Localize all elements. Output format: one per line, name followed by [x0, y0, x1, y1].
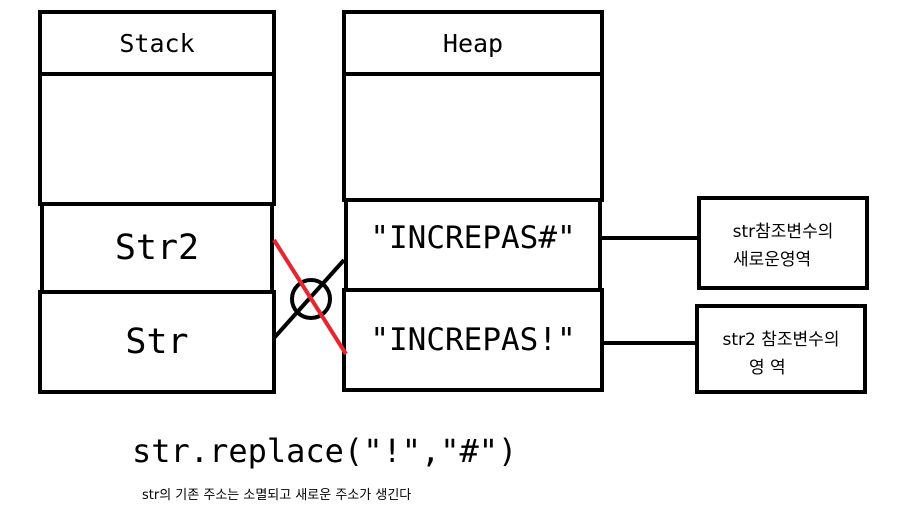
heap-slot-increpas-hash-label: "INCREPAS#" — [370, 220, 576, 256]
stack-title: Stack — [119, 28, 195, 58]
note-lower-box — [695, 304, 867, 394]
stack-slot-str2-label: Str2 — [114, 228, 200, 268]
reference-circle-icon — [290, 278, 332, 320]
stack-slot-str2 — [40, 202, 274, 294]
code-expression: str.replace("!","#") — [132, 432, 518, 470]
heap-slot-increpas-hash — [344, 198, 602, 292]
stack-slot-str — [38, 290, 276, 394]
heap-slot-increpas-bang — [342, 288, 604, 392]
note-upper-line1: str참조변수의 — [732, 221, 834, 242]
heap-title: Heap — [442, 28, 504, 58]
note-lower-line2: 영 역 — [749, 357, 786, 378]
strike-old-reference-icon — [272, 238, 348, 356]
heap-slot-increpas-bang-label: "INCREPAS!" — [370, 322, 576, 358]
note-upper-line2: 새로운영역 — [733, 249, 812, 270]
stack-slot-str-label: Str — [125, 322, 189, 362]
note-lower-line1: str2 참조변수의 — [722, 329, 840, 350]
caption-text: str의 기존 주소는 소멸되고 새로운 주소가 생긴다 — [142, 487, 412, 503]
note-upper-box — [697, 196, 869, 290]
